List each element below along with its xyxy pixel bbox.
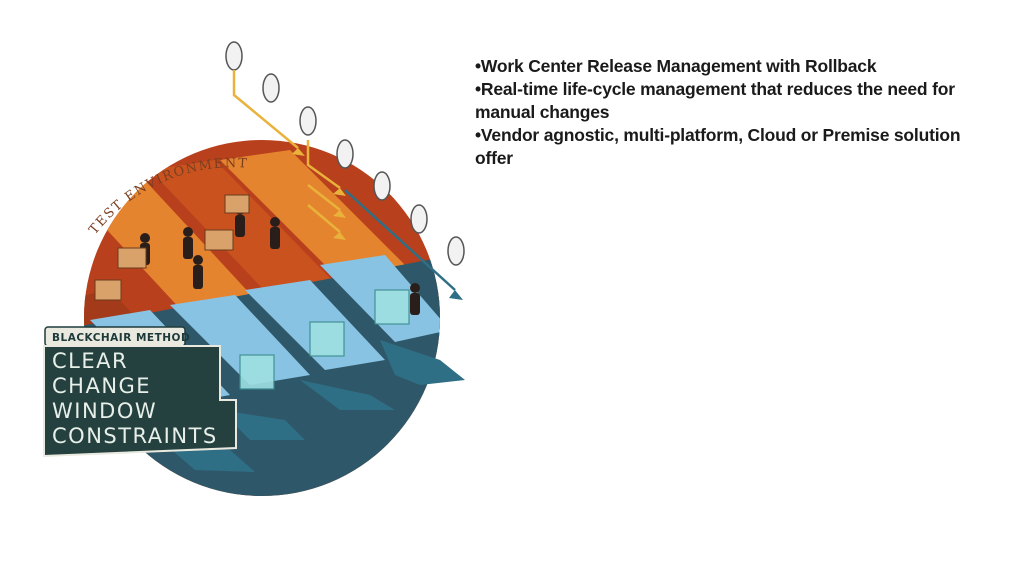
caption-line-2: CHANGE xyxy=(52,374,151,398)
badge-label: BLACKCHAIR METHOD xyxy=(52,332,190,344)
method-illustration: TEST ENVIRONMENT BLACKCHAIR METHOD CLEAR… xyxy=(43,41,465,496)
timeline-arrows xyxy=(160,340,465,472)
bullet-item-2: •Real-time life-cycle management that re… xyxy=(475,79,955,122)
caption-plaque: BLACKCHAIR METHOD CLEAR CHANGE WINDOW CO… xyxy=(43,326,237,458)
gold-arrows xyxy=(232,70,341,233)
caption-line-1: CLEAR xyxy=(52,349,128,373)
clock-icons xyxy=(225,41,465,266)
bullet-item-3: •Vendor agnostic, multi-platform, Cloud … xyxy=(475,125,961,168)
caption-line-3: WINDOW xyxy=(52,399,157,423)
bullet-item-1: •Work Center Release Management with Rol… xyxy=(475,56,877,76)
feature-bullet-list: •Work Center Release Management with Rol… xyxy=(475,55,975,170)
caption-line-4: CONSTRAINTS xyxy=(52,424,218,448)
